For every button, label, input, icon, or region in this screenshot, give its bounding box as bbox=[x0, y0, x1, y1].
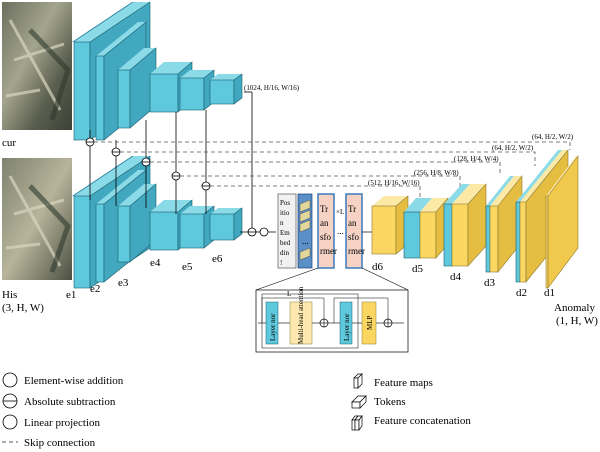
subtraction-icon bbox=[85, 137, 95, 147]
multi-head-attention-label: Multi-head attention bbox=[297, 286, 305, 344]
mlp-label: MLP bbox=[366, 316, 374, 331]
position-embedding-line: itio bbox=[280, 209, 290, 217]
subtraction-icon bbox=[201, 181, 211, 191]
skip-dims-5: (512, H/16, W/16) bbox=[368, 179, 420, 187]
addition-icon bbox=[319, 318, 329, 328]
his-label: His bbox=[2, 289, 17, 301]
legend-projection-label: Linear projection bbox=[24, 417, 101, 429]
transformer-expansion bbox=[255, 267, 409, 353]
legend-addition-label: Element-wise addition bbox=[24, 375, 124, 387]
anomaly-label: Anomaly bbox=[554, 302, 595, 314]
encoder-label-e5: e5 bbox=[182, 261, 193, 273]
position-embedding-line: n bbox=[280, 219, 284, 227]
his-dims: (3, H, W) bbox=[2, 302, 44, 314]
encoder-label-e6: e6 bbox=[212, 253, 223, 265]
tokens-icon bbox=[351, 395, 367, 409]
transformer-b-line: rmer bbox=[348, 246, 365, 256]
skip-connections bbox=[94, 141, 571, 198]
position-embedding-line: din bbox=[280, 249, 289, 257]
layer-norm-2-label: Layer nor bbox=[343, 313, 351, 341]
linear-projection-icon bbox=[259, 227, 269, 237]
transformer-b-line: sfo bbox=[348, 232, 359, 242]
anomaly-dims: (1, H, W) bbox=[556, 315, 598, 327]
legend-feature-maps-label: Feature maps bbox=[374, 377, 433, 389]
decoder-label-d4: d4 bbox=[450, 271, 462, 283]
subtraction-icon bbox=[171, 171, 181, 181]
transformer-b-line: Tr bbox=[348, 204, 356, 214]
linear-projection-icon bbox=[2, 414, 18, 430]
transformer-a-line: Tr bbox=[320, 204, 328, 214]
addition-icon bbox=[383, 318, 393, 328]
position-embedding-line: ! bbox=[280, 259, 282, 267]
decoder-label-d6: d6 bbox=[372, 261, 384, 273]
legend-subtraction-label: Absolute subtraction bbox=[24, 396, 116, 408]
feature-maps-icon bbox=[353, 373, 363, 389]
position-embedding-line: Em bbox=[280, 229, 290, 237]
subtraction-icon bbox=[247, 227, 257, 237]
skip-dims-3: (128, H/4, W/4) bbox=[454, 155, 499, 163]
cur-image bbox=[2, 2, 72, 130]
decoder-label-d2: d2 bbox=[516, 287, 527, 299]
transformer-b-text: Tr an sfo rmer bbox=[348, 204, 365, 256]
encoder-label-e4: e4 bbox=[150, 257, 161, 269]
transformer-a-line: an bbox=[320, 218, 329, 228]
legend-tokens-label: Tokens bbox=[374, 396, 406, 408]
encoder-label-e1: e1 bbox=[66, 289, 76, 301]
feature-concatenation-icon bbox=[351, 414, 363, 432]
position-embedding-line: Pos bbox=[280, 199, 290, 207]
legend-skip-label: Skip connection bbox=[24, 437, 96, 449]
his-image bbox=[2, 158, 72, 280]
subtraction-icon bbox=[2, 393, 18, 409]
encoder-cur-stack bbox=[72, 1, 243, 141]
tokens-column bbox=[297, 193, 313, 269]
transformer-a-text: Tr an sfo rmer bbox=[320, 204, 337, 256]
transformer-a-line: sfo bbox=[320, 232, 331, 242]
subtraction-icon bbox=[111, 147, 121, 157]
block-count-label: L bbox=[287, 290, 291, 298]
legend-concat-label: Feature concatenation bbox=[374, 415, 471, 427]
tokens-dots: ... bbox=[302, 236, 309, 246]
addition-icon bbox=[2, 372, 18, 388]
layer-norm-1-label: Layer nor bbox=[269, 313, 277, 341]
transformer-dots: ... bbox=[337, 226, 344, 236]
position-embedding-text: Pos itio nEm bed din! bbox=[280, 199, 291, 267]
decoder-label-d3: d3 bbox=[484, 277, 496, 289]
transformer-block-b bbox=[345, 193, 363, 269]
legend: Element-wise addition Absolute subtracti… bbox=[2, 372, 471, 449]
position-embedding bbox=[277, 193, 297, 269]
transformer-xl-label: ×L bbox=[336, 208, 344, 216]
cur-label: cur bbox=[2, 137, 16, 149]
skip-dims-4: (256, H/8, W/8) bbox=[414, 169, 459, 177]
encoder-label-e2: e2 bbox=[90, 283, 100, 295]
skip-dims-2: (64, H/2, W/2) bbox=[492, 144, 534, 152]
skip-dims-1: (64, H/2, W/2) bbox=[532, 133, 574, 141]
position-embedding-line: bed bbox=[280, 239, 291, 247]
subtraction-icon bbox=[141, 157, 151, 167]
transformer-b-line: an bbox=[348, 218, 357, 228]
decoder-label-d5: d5 bbox=[412, 263, 424, 275]
top-feature-dims: (1024, H/16, W/16) bbox=[244, 84, 300, 92]
transformer-block-a bbox=[317, 193, 335, 269]
decoder-label-d1: d1 bbox=[544, 287, 555, 299]
encoder-his-stack bbox=[72, 155, 243, 289]
decoder-stack bbox=[371, 149, 579, 289]
transformer-a-line: rmer bbox=[320, 246, 337, 256]
encoder-label-e3: e3 bbox=[118, 277, 129, 289]
